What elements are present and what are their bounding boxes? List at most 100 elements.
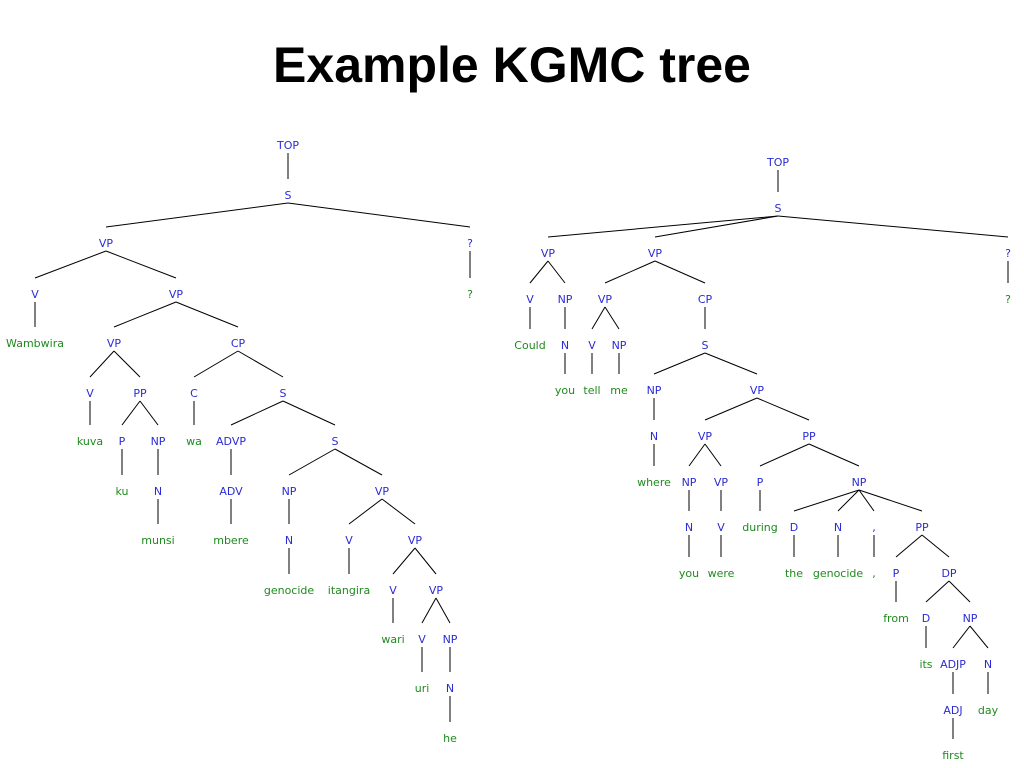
tree-edge [237, 350, 284, 378]
tree-edge [392, 547, 416, 575]
tree-edge [334, 448, 383, 476]
tree-category-label: TOP [276, 139, 299, 152]
tree-category-label: D [922, 612, 930, 625]
tree-category-label: ADJP [940, 658, 966, 671]
tree-edge [895, 534, 923, 558]
tree-category-label: VP [541, 247, 556, 260]
tree-word-label: kuva [77, 435, 103, 448]
tree-edge [604, 306, 620, 330]
tree-category-label: VP [107, 337, 122, 350]
tree-word-label: genocide [264, 584, 315, 597]
tree-category-label: D [790, 521, 798, 534]
tree-category-label: VP [714, 476, 729, 489]
tree-edge [688, 443, 706, 467]
tree-word-label: he [443, 732, 457, 745]
tree-category-label: NP [682, 476, 697, 489]
tree-edge [288, 448, 336, 476]
tree-category-label: VP [429, 584, 444, 597]
tree-edges [34, 153, 1009, 739]
tree-category-label: ADVP [216, 435, 246, 448]
tree-category-label: NP [151, 435, 166, 448]
tree-category-label: P [893, 567, 900, 580]
tree-edge [591, 306, 606, 330]
tree-edge [808, 443, 860, 467]
tree-edge [421, 597, 437, 624]
tree-category-label: NP [963, 612, 978, 625]
slide-title: Example KGMC tree [273, 37, 751, 93]
tree-category-label: NP [612, 339, 627, 352]
tree-word-label: during [742, 521, 778, 534]
tree-edge [348, 498, 383, 525]
tree-category-label: TOP [766, 156, 789, 169]
tree-category-label: N [834, 521, 842, 534]
tree-word-label: first [942, 749, 964, 762]
tree-word-label: ? [467, 288, 473, 301]
tree-category-label: V [526, 293, 534, 306]
tree-category-label: , [872, 521, 876, 534]
tree-edge [952, 625, 971, 649]
tree-category-label: N [984, 658, 992, 671]
tree-edge [121, 400, 141, 426]
tree-category-label: N [650, 430, 658, 443]
tree-edge [759, 443, 810, 467]
tree-word-label: uri [415, 682, 430, 695]
tree-word-label: me [610, 384, 628, 397]
tree-word-label: its [919, 658, 932, 671]
tree-word-label: wa [186, 435, 202, 448]
tree-category-label: DP [941, 567, 956, 580]
tree-category-label: PP [133, 387, 147, 400]
tree-category-label: P [757, 476, 764, 489]
tree-category-label: ? [1005, 247, 1011, 260]
tree-edge [793, 489, 860, 512]
tree-edge [89, 350, 115, 378]
tree-category-label: S [285, 189, 292, 202]
tree-category-label: N [285, 534, 293, 547]
tree-category-label: N [154, 485, 162, 498]
tree-edge [756, 397, 810, 421]
tree-category-label: V [418, 633, 426, 646]
tree-category-label: P [119, 435, 126, 448]
tree-edge [704, 443, 722, 467]
tree-word-label: you [679, 567, 699, 580]
tree-edge [230, 400, 284, 426]
tree-edge [704, 352, 758, 375]
tree-edge [282, 400, 336, 426]
tree-category-label: VP [750, 384, 765, 397]
tree-word-label: ? [1005, 293, 1011, 306]
tree-word-label: were [708, 567, 735, 580]
tree-category-label: V [717, 521, 725, 534]
tree-word-label: where [637, 476, 671, 489]
tree-word-label: day [978, 704, 999, 717]
tree-edge [858, 489, 923, 512]
tree-category-label: V [345, 534, 353, 547]
tree-edge [414, 547, 437, 575]
tree-category-label: VP [698, 430, 713, 443]
tree-edge [287, 202, 471, 228]
tree-edge [139, 400, 159, 426]
tree-word-label: tell [583, 384, 600, 397]
tree-edge [858, 489, 875, 512]
tree-category-label: N [561, 339, 569, 352]
tree-edge [435, 597, 451, 624]
tree-category-label: V [588, 339, 596, 352]
tree-edge [547, 260, 566, 284]
tree-word-label: wari [381, 633, 404, 646]
tree-category-label: PP [802, 430, 816, 443]
tree-edge [604, 260, 656, 284]
tree-category-label: ? [467, 237, 473, 250]
tree-category-label: VP [99, 237, 114, 250]
tree-edge [113, 301, 177, 328]
tree-category-label: S [702, 339, 709, 352]
tree-word-label: ku [115, 485, 128, 498]
tree-edge [921, 534, 950, 558]
tree-category-label: C [190, 387, 198, 400]
tree-edge [193, 350, 239, 378]
tree-category-label: V [86, 387, 94, 400]
tree-word-label: itangira [328, 584, 370, 597]
tree-edge [837, 489, 860, 512]
tree-edge [653, 352, 706, 375]
tree-word-label: from [883, 612, 909, 625]
tree-word-label: genocide [813, 567, 864, 580]
tree-category-label: S [280, 387, 287, 400]
